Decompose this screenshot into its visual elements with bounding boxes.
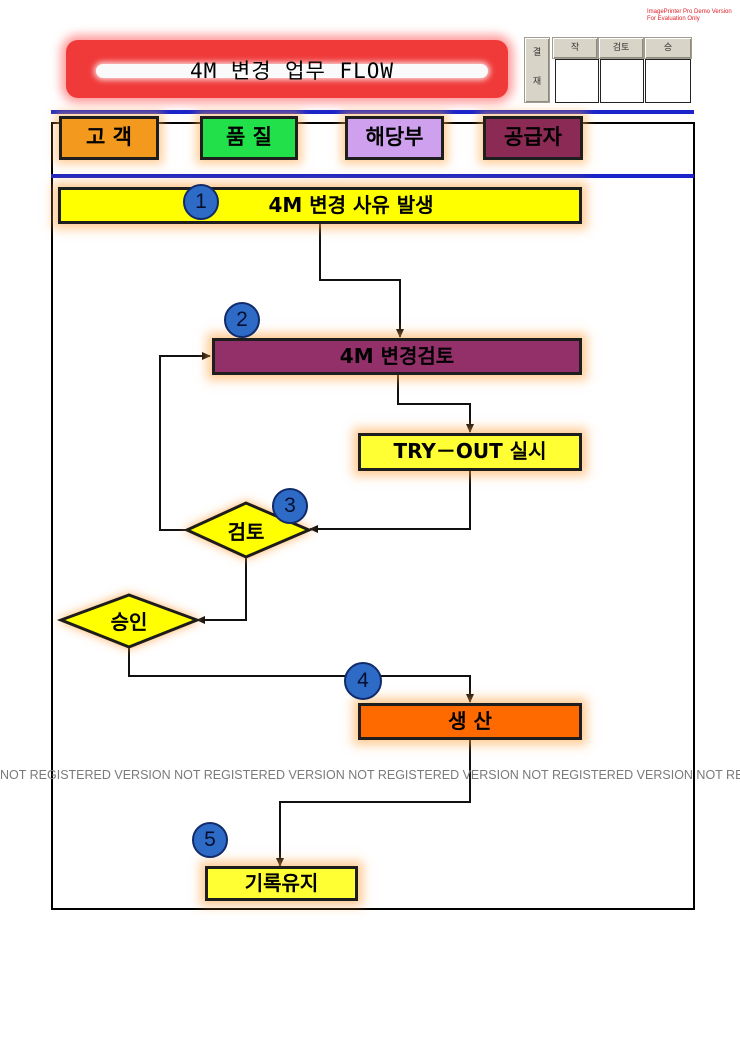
- approval-sign-review[interactable]: [600, 59, 644, 103]
- approval-sign-approve[interactable]: [645, 59, 691, 103]
- step-1-badge: 1: [183, 184, 219, 220]
- approve-label: 승인: [110, 610, 148, 634]
- watermark-top: ImagePrinter Pro Demo Version For Evalua…: [647, 9, 732, 23]
- watermark-band: NOT REGISTERED VERSION NOT REGISTERED VE…: [0, 768, 740, 782]
- approval-header-approve: 승: [644, 37, 692, 59]
- step-4-badge: 4: [344, 662, 382, 700]
- lane-customer: 고 객: [59, 116, 159, 160]
- approval-header-author: 작: [552, 37, 598, 59]
- review-label: 검토: [227, 520, 265, 544]
- step-1-box: 4M 변경 사유 발생: [58, 187, 582, 224]
- tryout-box: TRY－OUT 실시: [358, 433, 582, 471]
- watermark-line-2: For Evaluation Only: [647, 16, 700, 22]
- lane-divider-bottom: [51, 174, 694, 178]
- approval-label-cell: 결 재: [524, 37, 550, 103]
- approval-label-top: 결: [532, 47, 542, 57]
- connector-review-to-approve: [196, 556, 247, 624]
- connector-production-to-record: [276, 739, 471, 867]
- production-box: 생 산: [358, 703, 582, 740]
- lane-department: 해당부: [345, 116, 444, 160]
- approval-label-bottom: 재: [532, 76, 542, 86]
- page-title: 4M 변경 업무 FLOW: [189, 59, 395, 83]
- lane-divider-top: [51, 110, 694, 114]
- approval-header-review: 검토: [598, 37, 644, 59]
- connector-1-to-2: [319, 222, 404, 338]
- watermark-line-1: ImagePrinter Pro Demo Version: [647, 9, 732, 15]
- connector-tryout-to-review: [309, 470, 471, 533]
- step-2-badge: 2: [224, 302, 260, 338]
- lane-supplier: 공급자: [483, 116, 583, 160]
- step-5-badge: 5: [192, 822, 228, 858]
- record-keeping-box: 기록유지: [205, 866, 358, 901]
- connector-2-to-tryout: [397, 374, 474, 433]
- connector-review-loop: [159, 352, 211, 531]
- review-diamond: [183, 501, 313, 559]
- connector-approve-to-production: [128, 648, 474, 703]
- title-highlight-bar: [96, 64, 488, 78]
- step-3-badge: 3: [272, 488, 308, 524]
- approve-diamond: [56, 593, 202, 649]
- lane-quality: 품 질: [200, 116, 298, 160]
- step-2-box: 4M 변경검토: [212, 338, 582, 375]
- approval-sign-author[interactable]: [555, 59, 599, 103]
